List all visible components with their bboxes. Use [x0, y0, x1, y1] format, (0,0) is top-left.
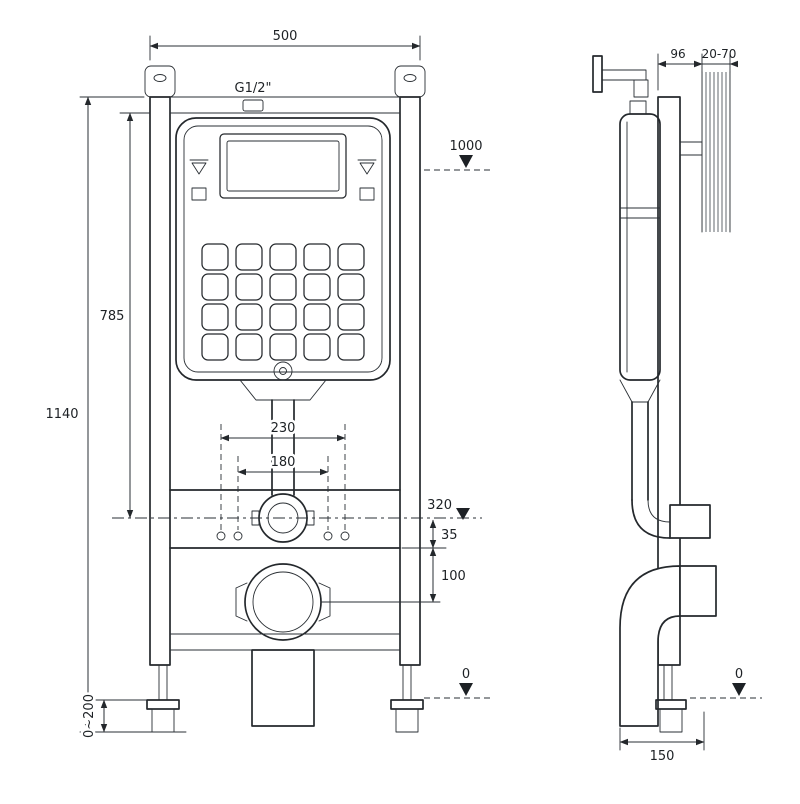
- waste-connection-stub: [679, 565, 717, 617]
- dim-96-label: 96: [670, 47, 685, 61]
- level-marker-icon: [459, 155, 473, 168]
- dim-785-label: 785: [100, 309, 125, 324]
- level-1000-label: 1000: [449, 139, 482, 154]
- inlet-fitting: [242, 99, 264, 112]
- dim-20-70-label: 20-70: [702, 47, 737, 61]
- flush-connection-stub: [669, 504, 711, 539]
- dim-230-label: 230: [271, 421, 296, 436]
- level-320-label: 320: [427, 498, 452, 513]
- fixing-hole: [216, 531, 226, 541]
- flush-elbow: [631, 499, 711, 539]
- level-marker-icon: [732, 683, 746, 696]
- waste-pipe: [251, 649, 315, 727]
- front-view: G1/2": [144, 65, 441, 733]
- coupling-plate: [169, 489, 401, 549]
- fixing-hole: [340, 531, 350, 541]
- side-rail: [657, 96, 681, 666]
- side-dimensions: 96 20-70 0 150: [619, 47, 762, 764]
- mounting-tabs: [144, 65, 426, 98]
- tank-grid-pattern: [201, 243, 365, 361]
- wall-bracket: [679, 141, 703, 156]
- dim-foot-range-label: 0~200: [82, 694, 97, 738]
- dim-35-label: 35: [441, 528, 458, 543]
- wall-section: [701, 71, 731, 233]
- dim-100-label: 100: [441, 569, 466, 584]
- side-view: [592, 55, 731, 733]
- dim-180-label: 180: [271, 455, 296, 470]
- level-0-side-label: 0: [735, 667, 743, 682]
- level-marker-icon: [456, 508, 470, 520]
- level-marker-icon: [459, 683, 473, 696]
- cistern-tank: [175, 117, 391, 381]
- access-window: [219, 133, 347, 199]
- lower-crossbar: [169, 633, 401, 727]
- fixing-hole: [233, 531, 243, 541]
- flush-plate-profile: [592, 55, 603, 93]
- frame-rails: [149, 96, 421, 666]
- level-0-front-label: 0: [462, 667, 470, 682]
- cistern-profile: [619, 100, 661, 501]
- dim-500-label: 500: [273, 29, 298, 44]
- inlet-thread-label: G1/2": [235, 81, 272, 96]
- adjustable-feet: [146, 664, 424, 733]
- flush-actuator: [592, 55, 649, 98]
- fixing-hole: [323, 531, 333, 541]
- waste-outlet: [235, 563, 441, 641]
- flush-valve-and-pipe: [239, 361, 327, 496]
- side-foot: [655, 664, 687, 733]
- front-dimensions: 500 1140 785 0~200 230 180 1000 320 35: [43, 29, 492, 740]
- waste-elbow: [619, 565, 681, 727]
- dim-1140-label: 1140: [45, 407, 78, 422]
- dim-150-label: 150: [650, 749, 675, 764]
